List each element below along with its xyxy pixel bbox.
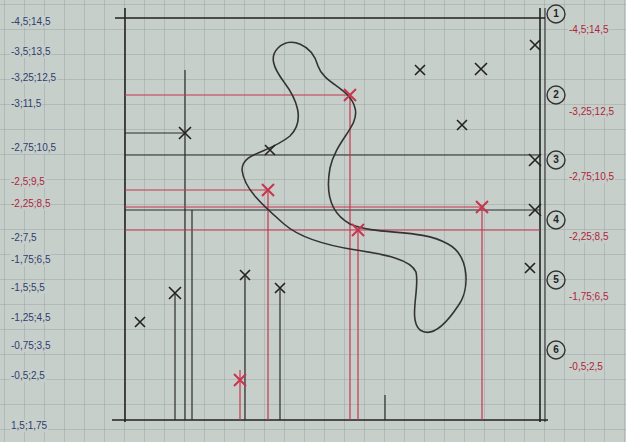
callout-number: 5 [552,274,560,286]
coordinate-label: -2,25;8,5 [10,198,51,210]
coordinate-label: -1,75;6,5 [10,254,51,266]
coordinate-note: -2,25;8,5 [568,231,609,243]
coordinate-label: 1,5;1,75 [10,420,48,432]
callout-number: 3 [552,154,560,166]
coordinate-label: -2,5;9,5 [10,176,46,188]
coordinate-label: -2;7,5 [10,232,38,244]
coordinate-label: -3;11,5 [10,98,42,110]
coordinate-note: -2,75;10,5 [568,171,615,183]
coordinate-note: -3,25;12,5 [568,106,615,118]
coordinate-label: -3,25;12,5 [10,72,57,84]
coordinate-label: -4,5;14,5 [10,16,51,28]
callout-number: 6 [552,344,560,356]
callout-number: 4 [552,214,560,226]
coordinate-label: -0,5;2,5 [10,370,46,382]
coordinate-label: -3,5;13,5 [10,46,51,58]
coordinate-label: -0,75;3,5 [10,340,51,352]
coordinate-label: -1,5;5,5 [10,282,46,294]
callout-number: 2 [552,89,560,101]
coordinate-note: -1,75;6,5 [568,291,609,303]
coordinate-note: -4,5;14,5 [568,24,609,36]
coordinate-label: -2,75;10,5 [10,142,57,154]
coordinate-label: -1,25;4,5 [10,312,51,324]
coordinate-note: -0,5;2,5 [568,361,604,373]
callout-number: 1 [552,8,560,20]
